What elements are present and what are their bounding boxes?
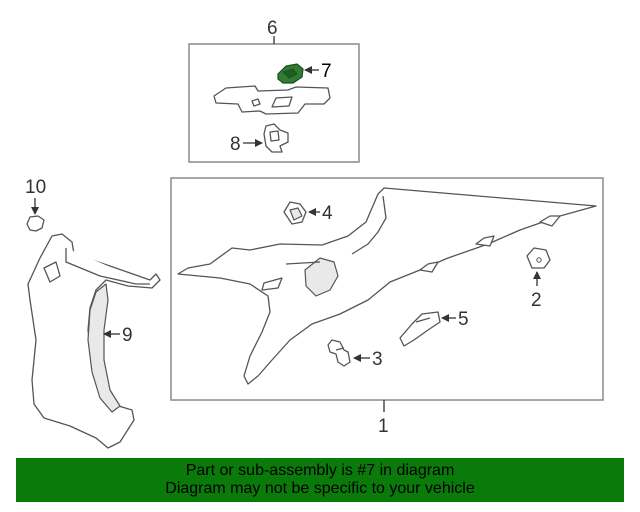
callout-10-label[interactable]: 10 xyxy=(25,177,46,198)
part-4-clip[interactable] xyxy=(283,201,307,225)
assembly-box-1 xyxy=(170,177,604,401)
callout-7-label[interactable]: 7 xyxy=(321,61,332,82)
part-3-screw[interactable] xyxy=(327,339,351,367)
banner-line-1: Part or sub-assembly is #7 in diagram xyxy=(185,462,455,479)
part-7-highlighted[interactable] xyxy=(277,63,304,84)
part-1-quarter-trim-panel[interactable] xyxy=(177,187,597,385)
part-10-clip[interactable] xyxy=(26,215,45,232)
callout-8-label[interactable]: 8 xyxy=(230,134,241,155)
callout-9-label[interactable]: 9 xyxy=(122,325,133,346)
banner-line-2: Diagram may not be specific to your vehi… xyxy=(165,480,475,497)
part-2-clip[interactable] xyxy=(526,247,551,269)
part-6-bracket[interactable] xyxy=(213,85,331,115)
callout-2-label[interactable]: 2 xyxy=(531,290,542,311)
part-5-cover[interactable] xyxy=(399,311,441,347)
callout-3-label[interactable]: 3 xyxy=(372,349,383,370)
callout-1-label[interactable]: 1 xyxy=(378,416,389,437)
callout-5-label[interactable]: 5 xyxy=(458,309,469,330)
part-8-clip[interactable] xyxy=(263,123,289,153)
banner-background xyxy=(16,458,624,502)
part-9-pillar-trim[interactable] xyxy=(27,233,161,449)
callout-6-label[interactable]: 6 xyxy=(267,18,278,39)
info-banner: Part or sub-assembly is #7 in diagram Di… xyxy=(16,458,624,502)
callout-4-label[interactable]: 4 xyxy=(322,203,333,224)
